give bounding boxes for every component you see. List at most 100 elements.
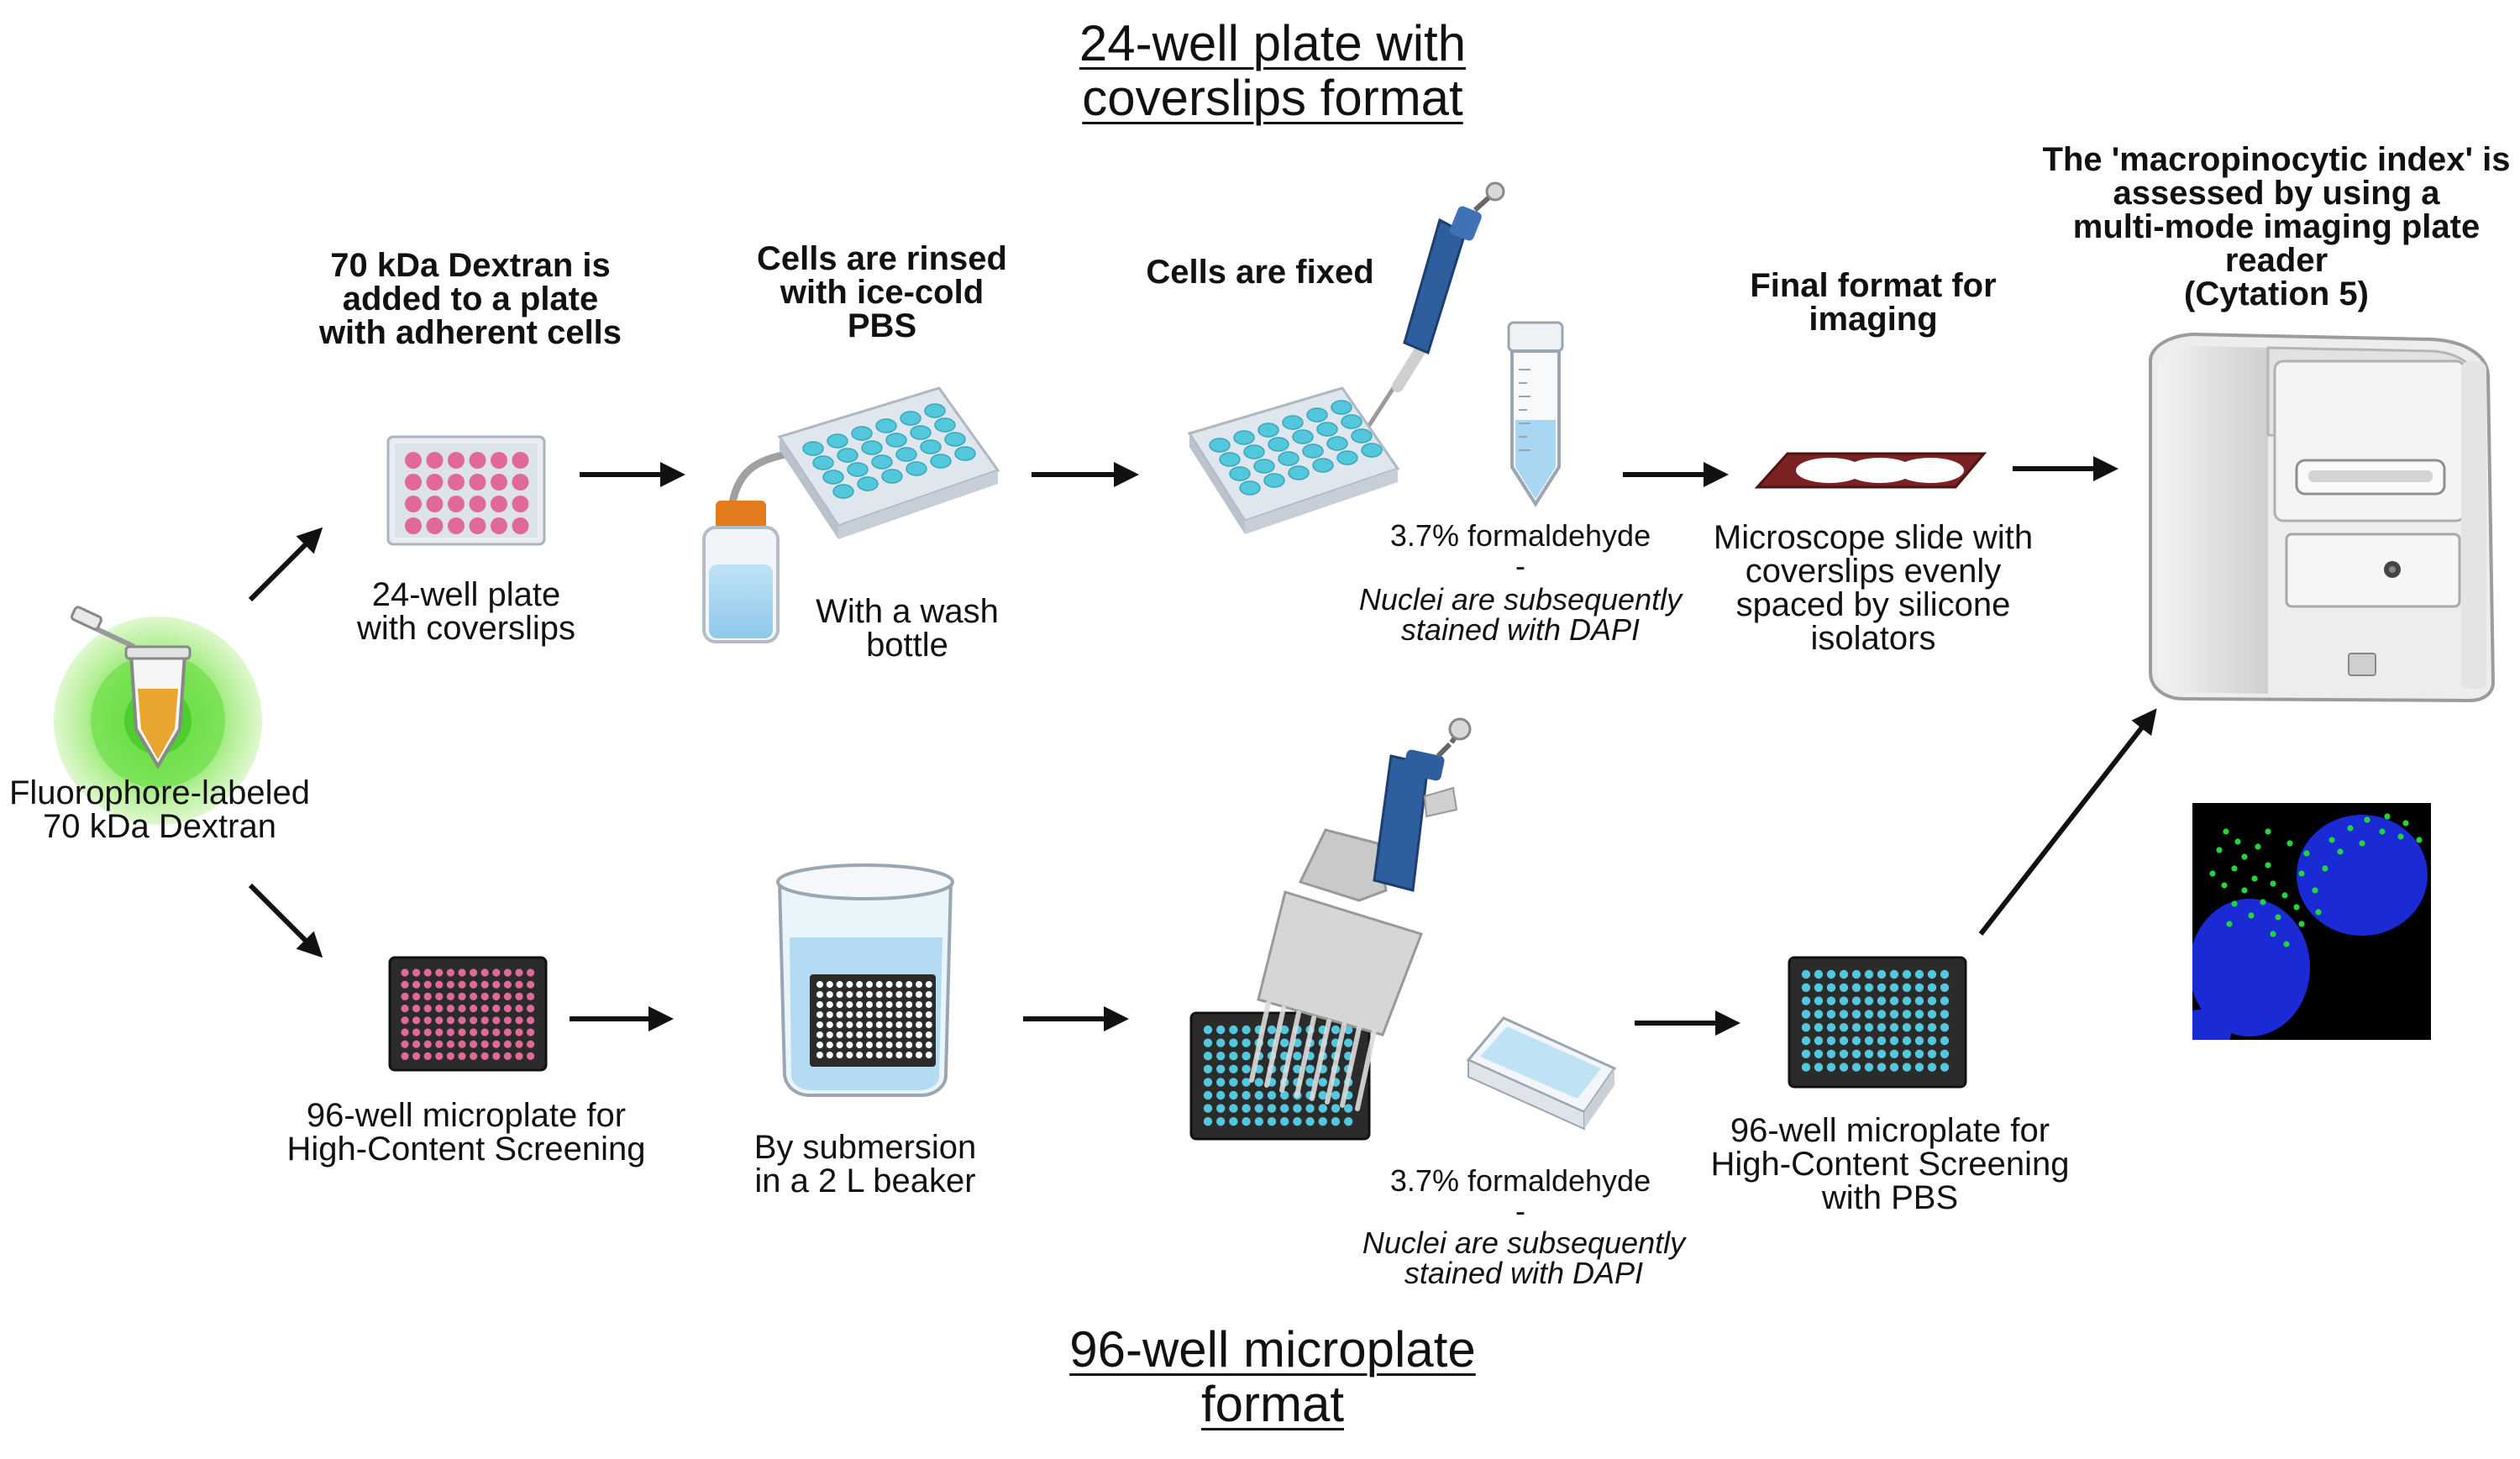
well: [1318, 1078, 1328, 1087]
well: [1267, 1104, 1277, 1113]
label-dextran: Fluorophore-labeled 70 kDa Dextran: [8, 774, 310, 845]
well: [435, 992, 444, 1000]
well: [895, 1031, 903, 1038]
well: [470, 1028, 478, 1037]
well: [875, 1031, 883, 1038]
well: [885, 981, 893, 988]
well: [1203, 1025, 1213, 1035]
vesicle: [2283, 941, 2290, 947]
vesicle: [2347, 825, 2354, 832]
well: [503, 1040, 512, 1048]
well: [826, 1011, 833, 1018]
well: [885, 1011, 893, 1018]
well: [1889, 996, 1899, 1005]
well: [1336, 450, 1358, 465]
well: [1940, 969, 1950, 979]
well: [1341, 414, 1362, 429]
step-macropinocytic-index: The 'macropinocytic index' is assessed b…: [2042, 141, 2511, 312]
well: [1839, 1036, 1849, 1046]
well: [469, 517, 486, 534]
well: [1940, 996, 1950, 1005]
well: [1242, 1090, 1251, 1100]
well: [1305, 1104, 1315, 1113]
well: [527, 980, 535, 989]
plate-reader-icon: [2149, 332, 2496, 703]
vesicle: [2315, 909, 2322, 916]
wash-bottle-icon: [702, 448, 811, 643]
step-final-format: Final format for imaging: [1750, 267, 1997, 338]
well: [1826, 1023, 1836, 1032]
well: [1914, 996, 1924, 1005]
well: [512, 474, 529, 491]
well: [875, 1001, 883, 1008]
well: [1216, 1117, 1226, 1126]
label-plate24: 24-well plate with coverslips: [356, 576, 576, 647]
well: [1203, 1117, 1213, 1126]
well: [1344, 1038, 1353, 1047]
well: [527, 1040, 535, 1048]
well: [930, 454, 952, 469]
well: [1940, 1010, 1950, 1019]
vesicle: [2209, 870, 2216, 877]
well: [826, 1042, 833, 1048]
well: [1914, 1023, 1924, 1032]
well: [1318, 1117, 1328, 1126]
vesicle: [2384, 813, 2391, 820]
well: [423, 992, 432, 1000]
well: [515, 968, 523, 977]
well: [423, 1052, 432, 1060]
well: [426, 517, 444, 534]
vesicle: [2226, 921, 2233, 927]
plate96-pink-icon: [388, 956, 548, 1072]
well: [412, 1028, 421, 1037]
well: [885, 1031, 893, 1038]
well: [1940, 1023, 1950, 1032]
well: [423, 1005, 432, 1013]
well: [1801, 969, 1811, 979]
label-dapi-top: Nuclei are subsequently stained with DAP…: [1358, 582, 1683, 647]
vesicle: [2397, 833, 2404, 840]
well: [1282, 415, 1304, 430]
well: [401, 968, 409, 977]
well: [1826, 1036, 1836, 1046]
vesicle: [2312, 887, 2318, 894]
well: [1914, 969, 1924, 979]
well: [812, 455, 834, 470]
vesicle: [2402, 820, 2409, 827]
well: [861, 440, 883, 455]
label-wash-bottle: With a wash bottle: [816, 593, 999, 664]
well: [405, 496, 422, 512]
vesicle: [2416, 837, 2423, 843]
well: [1267, 1025, 1277, 1035]
label-formaldehyde-bottom: 3.7% formaldehyde -: [1389, 1163, 1651, 1228]
well: [527, 1052, 535, 1060]
vesicle: [2234, 838, 2241, 845]
well: [1902, 1023, 1912, 1032]
well: [1902, 1010, 1912, 1019]
well: [816, 991, 823, 998]
well: [446, 1052, 455, 1060]
vesicle: [2328, 837, 2335, 843]
well: [1877, 1063, 1887, 1072]
pipette-top-icon: [1348, 181, 1505, 455]
well: [1233, 430, 1255, 445]
well: [1229, 1025, 1238, 1035]
arrow-bottom-to-reader: [1978, 708, 2157, 936]
well: [515, 992, 523, 1000]
well: [836, 991, 843, 998]
well: [527, 968, 535, 977]
well: [492, 968, 501, 977]
vesicle: [2359, 840, 2365, 847]
reagent-reservoir-icon: [1466, 1016, 1617, 1131]
well: [1902, 983, 1912, 993]
well: [1293, 1104, 1302, 1113]
well: [401, 1005, 409, 1013]
well: [1839, 1023, 1849, 1032]
well: [1331, 1090, 1341, 1100]
well: [446, 1040, 455, 1048]
well: [1216, 1090, 1226, 1100]
well: [1814, 1023, 1824, 1032]
well: [1344, 1104, 1353, 1113]
well: [916, 1052, 922, 1058]
